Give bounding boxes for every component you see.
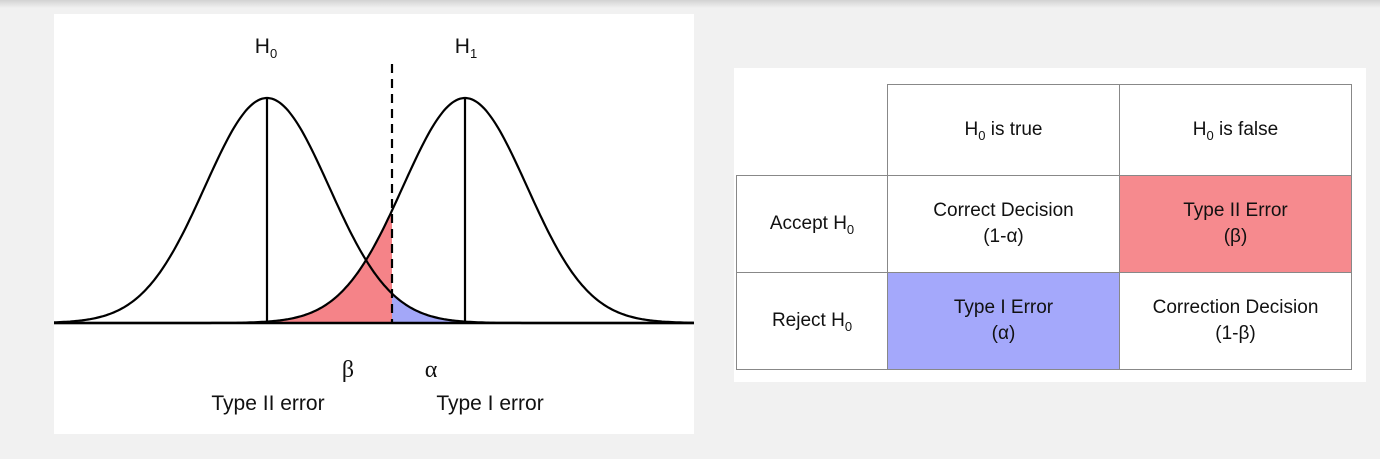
- table-row-reject: Reject H0 Type I Error(α) Correction Dec…: [736, 272, 1352, 370]
- table-row-accept: Accept H0 Correct Decision(1-α) Type II …: [736, 175, 1352, 273]
- table-header-row: H0 is true H0 is false: [736, 84, 1352, 176]
- table-corner-cell: [736, 84, 888, 176]
- window-top-edge: [0, 0, 1380, 8]
- row-label-accept-h0: Accept H0: [736, 175, 888, 273]
- distribution-diagram: H0 H1 β α Type II error Type I error: [54, 14, 694, 434]
- row-label-reject-h0: Reject H0: [736, 272, 888, 370]
- cell-type1-error: Type I Error(α): [887, 272, 1120, 370]
- distribution-svg: H0 H1 β α Type II error Type I error: [54, 35, 694, 415]
- alpha-symbol: α: [425, 357, 438, 383]
- cell-correct-decision: Correct Decision(1-α): [887, 175, 1120, 273]
- decision-table: H0 is true H0 is false Accept H0 Correct…: [736, 84, 1352, 370]
- alpha-region: [392, 293, 694, 323]
- type1-error-label: Type I error: [436, 392, 543, 415]
- h1-label: H1: [455, 35, 477, 61]
- cell-type2-error: Type II Error(β): [1119, 175, 1352, 273]
- col-header-h0-false: H0 is false: [1119, 84, 1352, 176]
- h1-curve: [54, 96, 694, 325]
- h0-curve: [54, 96, 694, 325]
- beta-symbol: β: [342, 357, 354, 383]
- h0-label: H0: [255, 35, 277, 61]
- col-header-h0-true: H0 is true: [887, 84, 1120, 176]
- type2-error-label: Type II error: [211, 392, 324, 415]
- cell-correction-decision: Correction Decision(1-β): [1119, 272, 1352, 370]
- beta-region: [54, 210, 392, 323]
- decision-table-panel: H0 is true H0 is false Accept H0 Correct…: [734, 68, 1366, 382]
